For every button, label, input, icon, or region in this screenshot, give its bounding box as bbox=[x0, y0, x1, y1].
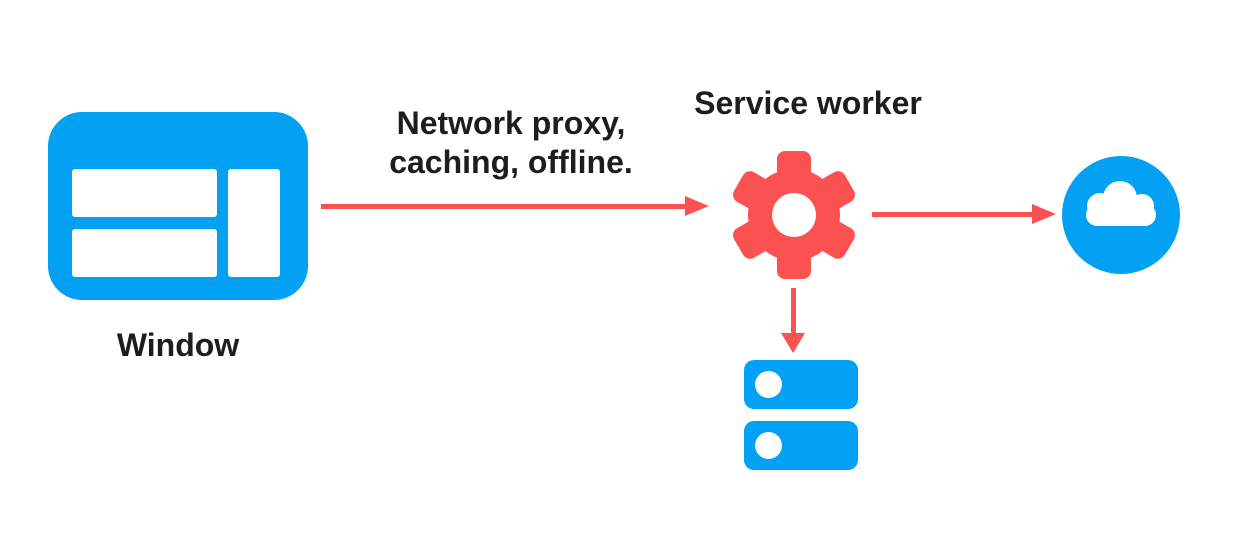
arrow-serviceworker-to-cache-head bbox=[781, 333, 805, 353]
arrow-serviceworker-to-cloud-head bbox=[1032, 204, 1056, 224]
edge-label-network-proxy: Network proxy, caching, offline. bbox=[389, 105, 633, 180]
database-dot bbox=[755, 432, 782, 459]
service-worker-label: Service worker bbox=[694, 85, 922, 121]
arrow-window-to-serviceworker-head bbox=[685, 196, 709, 216]
database-row bbox=[744, 421, 858, 470]
cloud-icon bbox=[1062, 156, 1180, 274]
gear-icon bbox=[733, 151, 855, 279]
arrow-serviceworker-to-cache-shaft bbox=[791, 288, 796, 334]
arrow-window-to-serviceworker-shaft bbox=[321, 204, 687, 209]
database-dot bbox=[755, 371, 782, 398]
window-sidebar-block bbox=[228, 169, 280, 277]
database-row bbox=[744, 360, 858, 409]
cloud-glyph bbox=[1086, 181, 1156, 226]
window-content-top-block bbox=[72, 169, 217, 217]
arrow-serviceworker-to-cloud-shaft bbox=[872, 212, 1034, 217]
window-content-bottom-block bbox=[72, 229, 217, 277]
window-label: Window bbox=[116, 327, 240, 363]
browser-window-icon bbox=[48, 112, 308, 300]
